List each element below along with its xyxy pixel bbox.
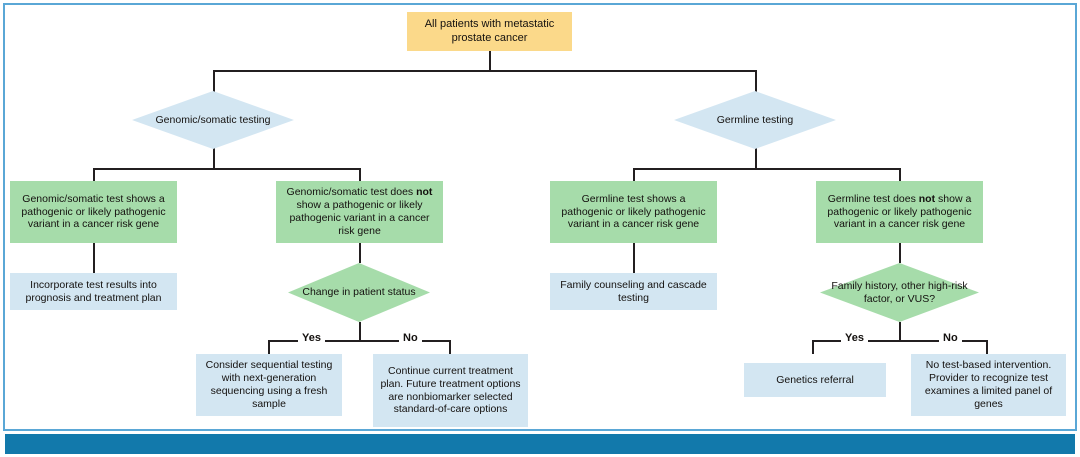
connector-change-yes-down bbox=[268, 340, 270, 354]
node-label: Family history, other high-risk factor, … bbox=[831, 279, 968, 305]
bottom-accent-bar bbox=[5, 434, 1075, 454]
node-somatic-negative: Genomic/somatic test does not show a pat… bbox=[276, 181, 443, 243]
connector-germline-diamond-down bbox=[755, 147, 757, 169]
node-somatic-positive: Genomic/somatic test shows a pathogenic … bbox=[10, 181, 177, 243]
node-sequential-testing: Consider sequential testing with next-ge… bbox=[196, 354, 342, 416]
node-continue-treatment: Continue current treatment plan. Future … bbox=[373, 354, 528, 427]
connector-to-genomic-diamond bbox=[213, 70, 215, 103]
node-decision-germline-testing: Germline testing bbox=[674, 91, 836, 149]
edge-label-yes-right: Yes bbox=[841, 332, 868, 344]
node-label: Change in patient status bbox=[302, 286, 416, 299]
connector-change-down bbox=[359, 322, 361, 341]
node-no-test-intervention: No test-based intervention. Provider to … bbox=[911, 354, 1066, 416]
connector-to-germline-diamond bbox=[755, 70, 757, 103]
node-label: Genomic/somatic testing bbox=[155, 113, 271, 126]
node-decision-genomic-testing: Genomic/somatic testing bbox=[132, 91, 294, 149]
connector-famhx-yes-down bbox=[812, 340, 814, 354]
connector-top-split bbox=[213, 70, 757, 72]
diamond-shape bbox=[674, 91, 836, 149]
node-text-part-2: show a pathogenic or likely pathogenic v… bbox=[827, 192, 972, 231]
connector-germline-right-down bbox=[899, 168, 901, 181]
connector-famhx-split bbox=[812, 340, 988, 342]
node-decision-family-history: Family history, other high-risk factor, … bbox=[820, 263, 979, 322]
node-germline-positive: Germline test shows a pathogenic or like… bbox=[550, 181, 717, 243]
node-text-part-1: Genomic/somatic test does bbox=[286, 186, 417, 199]
connector-genomic-split bbox=[93, 168, 360, 170]
connector-famhx-down bbox=[899, 322, 901, 341]
connector-genomic-diamond-down bbox=[213, 147, 215, 169]
edge-label-no-left: No bbox=[399, 332, 422, 344]
connector-genomic-right-down bbox=[359, 168, 361, 181]
node-text-part-1: Germline test does bbox=[827, 192, 919, 205]
connector-som-neg-down bbox=[359, 243, 361, 263]
node-text-emphasis: not bbox=[918, 192, 936, 205]
connector-germline-split bbox=[633, 168, 901, 170]
node-start: All patients with metastatic prostate ca… bbox=[407, 12, 572, 51]
node-incorporate-results: Incorporate test results into prognosis … bbox=[10, 273, 177, 310]
connector-change-split bbox=[268, 340, 451, 342]
diamond-shape bbox=[820, 263, 979, 322]
connector-genomic-left-down bbox=[93, 168, 95, 181]
connector-start-down bbox=[489, 50, 491, 71]
edge-label-no-right: No bbox=[939, 332, 962, 344]
connector-change-no-down bbox=[449, 340, 451, 354]
node-text-emphasis: not bbox=[416, 186, 433, 199]
connector-famhx-no-down bbox=[986, 340, 988, 354]
node-label: Genomic/somatic test does not show a pat… bbox=[281, 186, 438, 237]
connector-germline-left-down bbox=[633, 168, 635, 181]
node-genetics-referral: Genetics referral bbox=[744, 363, 886, 397]
connector-germ-pos-down bbox=[633, 243, 635, 273]
node-germline-negative: Germline test does not show a pathogenic… bbox=[816, 181, 983, 243]
connector-som-pos-down bbox=[93, 243, 95, 273]
diamond-shape bbox=[132, 91, 294, 149]
edge-label-yes-left: Yes bbox=[298, 332, 325, 344]
diamond-shape bbox=[288, 263, 430, 322]
connector-germ-neg-down bbox=[899, 243, 901, 263]
node-label: Germline testing bbox=[716, 113, 794, 126]
node-text-part-2: show a pathogenic or likely pathogenic v… bbox=[289, 199, 430, 237]
node-decision-change-in-status: Change in patient status bbox=[288, 263, 430, 322]
node-family-counseling: Family counseling and cascade testing bbox=[550, 273, 717, 310]
node-label: Germline test does not show a pathogenic… bbox=[821, 193, 978, 231]
